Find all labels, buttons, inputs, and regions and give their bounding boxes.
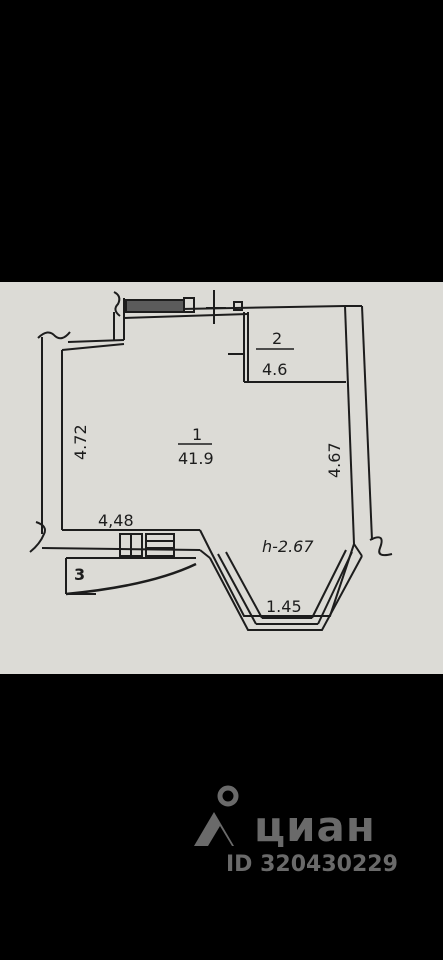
bottom-left-dimension: 4,48 [98, 511, 134, 530]
left-wall-dimension: 4.72 [71, 424, 90, 460]
room-1-area: 41.9 [178, 449, 214, 468]
walls [29, 290, 393, 631]
room-2-number: 2 [272, 329, 282, 348]
watermark-brand: циан [254, 802, 376, 851]
room-1-number: 1 [192, 425, 202, 444]
watermark-id: ID 320430229 [226, 852, 398, 877]
location-pin-icon [194, 785, 239, 846]
ceiling-height: h-2.67 [262, 537, 314, 556]
room-3-number: 3 [74, 565, 85, 584]
bay-window-dimension: 1.45 [266, 597, 302, 616]
floor-plan-area: 1 41.9 2 4.6 3 4.72 4.67 4,48 1.45 h-2.6… [0, 282, 443, 674]
room-2-area: 4.6 [262, 360, 287, 379]
floor-plan-drawing: 1 41.9 2 4.6 3 4.72 4.67 4,48 1.45 h-2.6… [29, 290, 393, 631]
right-wall-dimension: 4.67 [325, 442, 344, 478]
